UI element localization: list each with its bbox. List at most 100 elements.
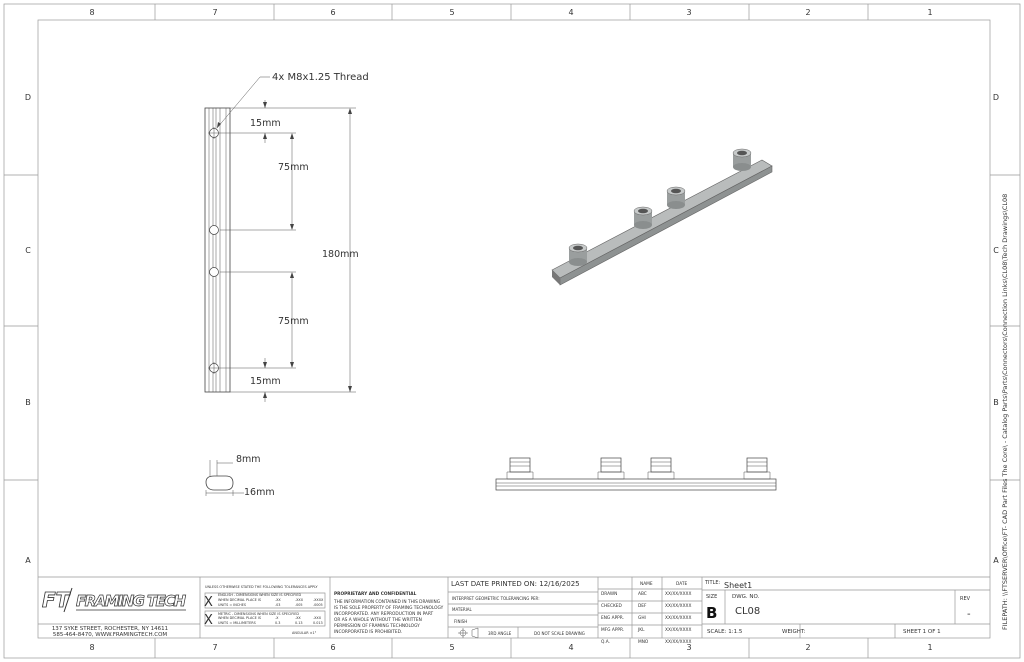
zone-col: 3 xyxy=(686,643,691,652)
approval-name: ABC xyxy=(638,591,647,597)
zone-col: 1 xyxy=(927,643,932,652)
dimension-labels: 4x M8x1.25 Thread 15mm 75mm 180mm 75mm 1… xyxy=(236,72,369,498)
zone-col: 8 xyxy=(89,8,94,17)
scale-label: SCALE: 1:1.5 xyxy=(707,629,743,635)
tol-cell: UNITS = MILLIMETERS xyxy=(218,621,256,625)
side-studs xyxy=(506,457,771,480)
zone-row: B xyxy=(25,398,31,407)
zone-col: 6 xyxy=(330,643,335,652)
name-header: NAME xyxy=(640,581,653,587)
do-not-scale-label: DO NOT SCALE DRAWING xyxy=(534,631,585,636)
approval-name: MNO xyxy=(638,639,649,645)
approval-date: XX/XX/XXXX xyxy=(665,627,692,633)
zone-col: 1 xyxy=(927,8,932,17)
title-label: TITLE: xyxy=(704,580,721,586)
approval-name: DEF xyxy=(638,603,647,609)
print-info: LAST DATE PRINTED ON: 12/16/2025 INTERPR… xyxy=(451,580,585,639)
zone-row: A xyxy=(25,556,31,565)
tol-cell: .005 xyxy=(295,603,303,607)
proprietary-line: INCORPORATED IS PROHIBITED. xyxy=(334,629,402,635)
approval-name: GHI xyxy=(638,615,646,621)
tol-cell: .X xyxy=(275,616,279,620)
side-stud xyxy=(743,457,771,480)
material-label: MATERIAL xyxy=(452,607,473,612)
dwg-no-value: CL08 xyxy=(735,606,760,617)
zone-row: A xyxy=(993,556,999,565)
sheet-label: SHEET 1 OF 1 xyxy=(903,629,941,635)
isometric-view xyxy=(551,148,773,286)
thread-stud xyxy=(568,243,588,266)
approval-role: ENG APPR. xyxy=(601,615,624,621)
dim-top-75: 75mm xyxy=(278,162,309,173)
approval-role: MFG APPR. xyxy=(601,627,624,633)
dim-width: 16mm xyxy=(244,487,275,498)
zone-col: 2 xyxy=(805,8,810,17)
tol-cell: .XX xyxy=(295,616,301,620)
dim-top-15: 15mm xyxy=(250,118,281,129)
approval-role: CHECKED xyxy=(601,603,622,609)
front-view xyxy=(204,76,356,402)
tol-cell: .03 xyxy=(275,603,280,607)
tol-cell: UNITS = INCHES xyxy=(218,603,246,607)
thread-stud xyxy=(732,148,752,171)
english-title: ENGLISH - DIMENSIONS WHEN SIZE IS SPECIF… xyxy=(218,593,301,597)
file-path: FILEPATH: \\FTSERVER\Office\FT- CAD Part… xyxy=(1001,194,1009,630)
logo-company-name: FRAMING TECH xyxy=(76,592,186,610)
tol-cell: 0.3 xyxy=(275,621,280,625)
title-area: TITLE: Sheet1 SIZE B DWG. NO. CL08 REV -… xyxy=(704,580,971,635)
dim-bottom-75: 75mm xyxy=(278,316,309,327)
zone-col: 6 xyxy=(330,8,335,17)
inner-border xyxy=(37,19,991,639)
zone-col: 3 xyxy=(686,8,691,17)
angular-tolerance: ANGULAR ±1° xyxy=(292,631,317,635)
outer-border xyxy=(3,3,1021,659)
date-header: DATE xyxy=(676,581,687,587)
company-address: 137 SYKE STREET, ROCHESTER, NY 14611 585… xyxy=(52,626,168,638)
zone-col: 4 xyxy=(568,643,573,652)
third-angle-projection-icon xyxy=(458,627,479,639)
company-logo: FT FRAMING TECH xyxy=(42,588,187,613)
approval-date: XX/XX/XXXX xyxy=(665,603,692,609)
tol-cell: 0.13 xyxy=(295,621,303,625)
zone-col: 7 xyxy=(212,643,217,652)
proprietary-line: INCORPORATED. ANY REPRODUCTION IN PART xyxy=(334,611,434,617)
zone-ticks xyxy=(4,4,1020,658)
dim-height: 8mm xyxy=(236,454,261,465)
size-label: SIZE xyxy=(706,594,717,600)
tol-cell: .XXX xyxy=(313,616,322,620)
zone-col: 4 xyxy=(568,8,573,17)
metric-title: METRIC - DIMENSIONS WHEN SIZE IS SPECIFI… xyxy=(218,612,299,616)
last-printed: LAST DATE PRINTED ON: 12/16/2025 xyxy=(451,580,580,588)
zone-labels: 8 7 6 5 4 3 2 1 8 7 6 5 4 3 2 1 D C B A … xyxy=(25,8,999,652)
title-block-frame xyxy=(38,576,990,638)
metric-check: X xyxy=(204,613,213,628)
dim-overall: 180mm xyxy=(322,249,359,260)
logo-mark: FT xyxy=(42,588,71,612)
zone-col: 8 xyxy=(89,643,94,652)
thread-stud xyxy=(633,206,653,229)
zone-col: 5 xyxy=(449,8,454,17)
zone-col: 2 xyxy=(805,643,810,652)
side-stud xyxy=(597,457,625,480)
proprietary-line: IS THE SOLE PROPERTY OF FRAMING TECHNOLO… xyxy=(334,605,444,611)
proprietary-line: THE INFORMATION CONTAINED IN THIS DRAWIN… xyxy=(333,599,440,605)
proprietary-line: OR AS A WHOLE WITHOUT THE WRITTEN xyxy=(334,617,422,623)
thread-studs xyxy=(568,148,752,266)
proprietary-line: PERMISSION OF FRAMING TECHNOLOGY xyxy=(334,623,420,629)
third-angle-label: 3RD ANGLE xyxy=(488,631,512,636)
zone-row: C xyxy=(993,246,999,255)
size-value: B xyxy=(706,604,717,622)
english-check: X xyxy=(204,595,213,610)
approval-date: XX/XX/XXXX xyxy=(665,639,692,645)
end-section-view xyxy=(205,460,244,496)
address-line-1: 137 SYKE STREET, ROCHESTER, NY 14611 xyxy=(52,626,168,632)
tol-cell: .XX xyxy=(275,598,281,602)
title-value: Sheet1 xyxy=(724,581,752,590)
side-stud xyxy=(506,457,534,480)
tol-cell: WHEN DECIMAL PLACE IS xyxy=(218,598,261,602)
zone-col: 7 xyxy=(212,8,217,17)
tol-cell: .XXX xyxy=(295,598,304,602)
tol-cell: 0.013 xyxy=(313,621,323,625)
